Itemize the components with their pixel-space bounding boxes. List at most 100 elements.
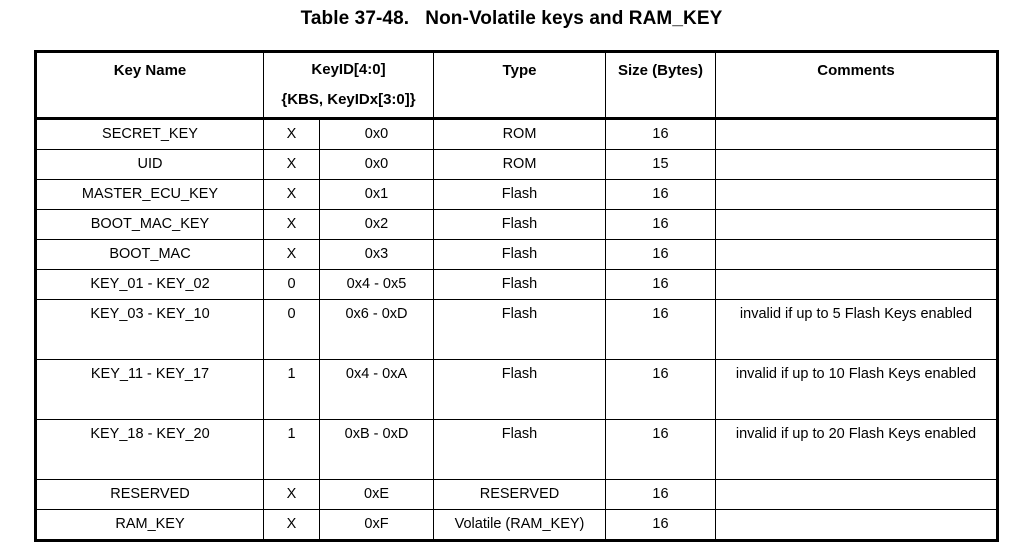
- cell-key-name-text: SECRET_KEY: [102, 126, 198, 142]
- cell-size: 16: [605, 179, 716, 210]
- cell-comment: [715, 209, 999, 240]
- cell-comment-text: [716, 180, 996, 189]
- cell-size-text: 16: [652, 216, 669, 232]
- cell-kbs: X: [263, 209, 320, 240]
- cell-kbs: 0: [263, 299, 320, 360]
- cell-size-text: 16: [652, 186, 669, 202]
- cell-type-text: RESERVED: [479, 486, 560, 502]
- table-container: Key Name KeyID[4:0] {KBS, KeyIDx[3:0]} T…: [34, 50, 999, 542]
- cell-type: RESERVED: [433, 479, 606, 510]
- cell-type-text: Flash: [501, 366, 538, 382]
- cell-size-text: 16: [652, 516, 669, 532]
- cell-comment: [715, 149, 999, 180]
- cell-comment: [715, 239, 999, 270]
- cell-keyidx-text: 0x0: [364, 126, 389, 142]
- cell-key-name-text: KEY_18 - KEY_20: [90, 426, 210, 442]
- cell-size-text: 16: [652, 486, 669, 502]
- cell-key-name: RAM_KEY: [34, 509, 264, 542]
- cell-key-name: SECRET_KEY: [34, 118, 264, 150]
- cell-keyidx-text: 0xB - 0xD: [344, 426, 409, 442]
- cell-size-text: 16: [652, 246, 669, 262]
- table-header: Key Name KeyID[4:0] {KBS, KeyIDx[3:0]} T…: [34, 50, 999, 120]
- cell-comment-text: [716, 240, 996, 249]
- cell-keyidx: 0x6 - 0xD: [319, 299, 434, 360]
- cell-type: Flash: [433, 269, 606, 300]
- cell-keyidx: 0x4 - 0xA: [319, 359, 434, 420]
- cell-kbs: X: [263, 118, 320, 150]
- document-page: Table 37-48. Non-Volatile keys and RAM_K…: [34, 8, 999, 542]
- cell-keyidx-text: 0x6 - 0xD: [345, 306, 408, 322]
- column-header-key-name-label: Key Name: [113, 62, 187, 79]
- cell-kbs: X: [263, 239, 320, 270]
- cell-comment-text: invalid if up to 20 Flash Keys enabled: [735, 426, 977, 442]
- cell-keyidx: 0x1: [319, 179, 434, 210]
- cell-comment-text: [716, 510, 996, 519]
- cell-key-name: BOOT_MAC_KEY: [34, 209, 264, 240]
- cell-comment-text: [716, 150, 996, 159]
- cell-kbs: 1: [263, 359, 320, 420]
- cell-size: 16: [605, 269, 716, 300]
- cell-kbs-text: X: [286, 156, 297, 172]
- cell-key-name-text: RAM_KEY: [115, 516, 185, 532]
- cell-kbs: 0: [263, 269, 320, 300]
- cell-type-text: Flash: [501, 216, 538, 232]
- cell-kbs-text: 1: [287, 366, 296, 382]
- cell-type-text: ROM: [502, 126, 537, 142]
- cell-keyidx: 0xF: [319, 509, 434, 542]
- non-volatile-keys-table: Key Name KeyID[4:0] {KBS, KeyIDx[3:0]} T…: [34, 50, 999, 542]
- cell-key-name: KEY_18 - KEY_20: [34, 419, 264, 480]
- cell-type: ROM: [433, 149, 606, 180]
- cell-keyidx-text: 0x4 - 0x5: [346, 276, 407, 292]
- column-header-keyid-line2: {KBS, KeyIDx[3:0]}: [281, 91, 416, 108]
- cell-size: 16: [605, 419, 716, 480]
- cell-keyidx: 0x4 - 0x5: [319, 269, 434, 300]
- cell-keyidx-text: 0x1: [364, 186, 389, 202]
- cell-comment: invalid if up to 10 Flash Keys enabled: [715, 359, 999, 420]
- cell-comment-text: invalid if up to 5 Flash Keys enabled: [739, 306, 973, 322]
- cell-size-text: 16: [652, 276, 669, 292]
- cell-comment: [715, 118, 999, 150]
- cell-key-name: UID: [34, 149, 264, 180]
- cell-key-name-text: RESERVED: [110, 486, 190, 502]
- cell-key-name: RESERVED: [34, 479, 264, 510]
- cell-key-name: KEY_01 - KEY_02: [34, 269, 264, 300]
- cell-type-text: ROM: [502, 156, 537, 172]
- cell-kbs-text: 0: [287, 276, 296, 292]
- cell-key-name: KEY_11 - KEY_17: [34, 359, 264, 420]
- cell-key-name-text: KEY_03 - KEY_10: [90, 306, 210, 322]
- cell-type-text: Volatile (RAM_KEY): [454, 516, 585, 532]
- cell-type: Volatile (RAM_KEY): [433, 509, 606, 542]
- cell-size: 15: [605, 149, 716, 180]
- cell-keyidx-text: 0x0: [364, 156, 389, 172]
- cell-type: Flash: [433, 209, 606, 240]
- cell-kbs: X: [263, 479, 320, 510]
- cell-kbs: 1: [263, 419, 320, 480]
- cell-comment: [715, 269, 999, 300]
- table-header-row: Key Name KeyID[4:0] {KBS, KeyIDx[3:0]} T…: [34, 50, 999, 120]
- cell-keyidx: 0x3: [319, 239, 434, 270]
- column-header-keyid: KeyID[4:0] {KBS, KeyIDx[3:0]}: [263, 50, 434, 120]
- table-caption: Table 37-48. Non-Volatile keys and RAM_K…: [300, 8, 723, 29]
- cell-comment: [715, 179, 999, 210]
- cell-kbs-text: X: [286, 186, 297, 202]
- cell-type-text: Flash: [501, 276, 538, 292]
- cell-type: Flash: [433, 299, 606, 360]
- cell-keyidx-text: 0x3: [364, 246, 389, 262]
- cell-size: 16: [605, 509, 716, 542]
- column-header-key-name: Key Name: [34, 50, 264, 120]
- column-header-size-label: Size (Bytes): [617, 62, 704, 79]
- cell-type: Flash: [433, 359, 606, 420]
- column-header-size: Size (Bytes): [605, 50, 716, 120]
- cell-size: 16: [605, 299, 716, 360]
- cell-type-text: Flash: [501, 246, 538, 262]
- cell-key-name-text: UID: [137, 156, 163, 172]
- cell-comment: [715, 479, 999, 510]
- cell-comment-text: invalid if up to 10 Flash Keys enabled: [735, 366, 977, 382]
